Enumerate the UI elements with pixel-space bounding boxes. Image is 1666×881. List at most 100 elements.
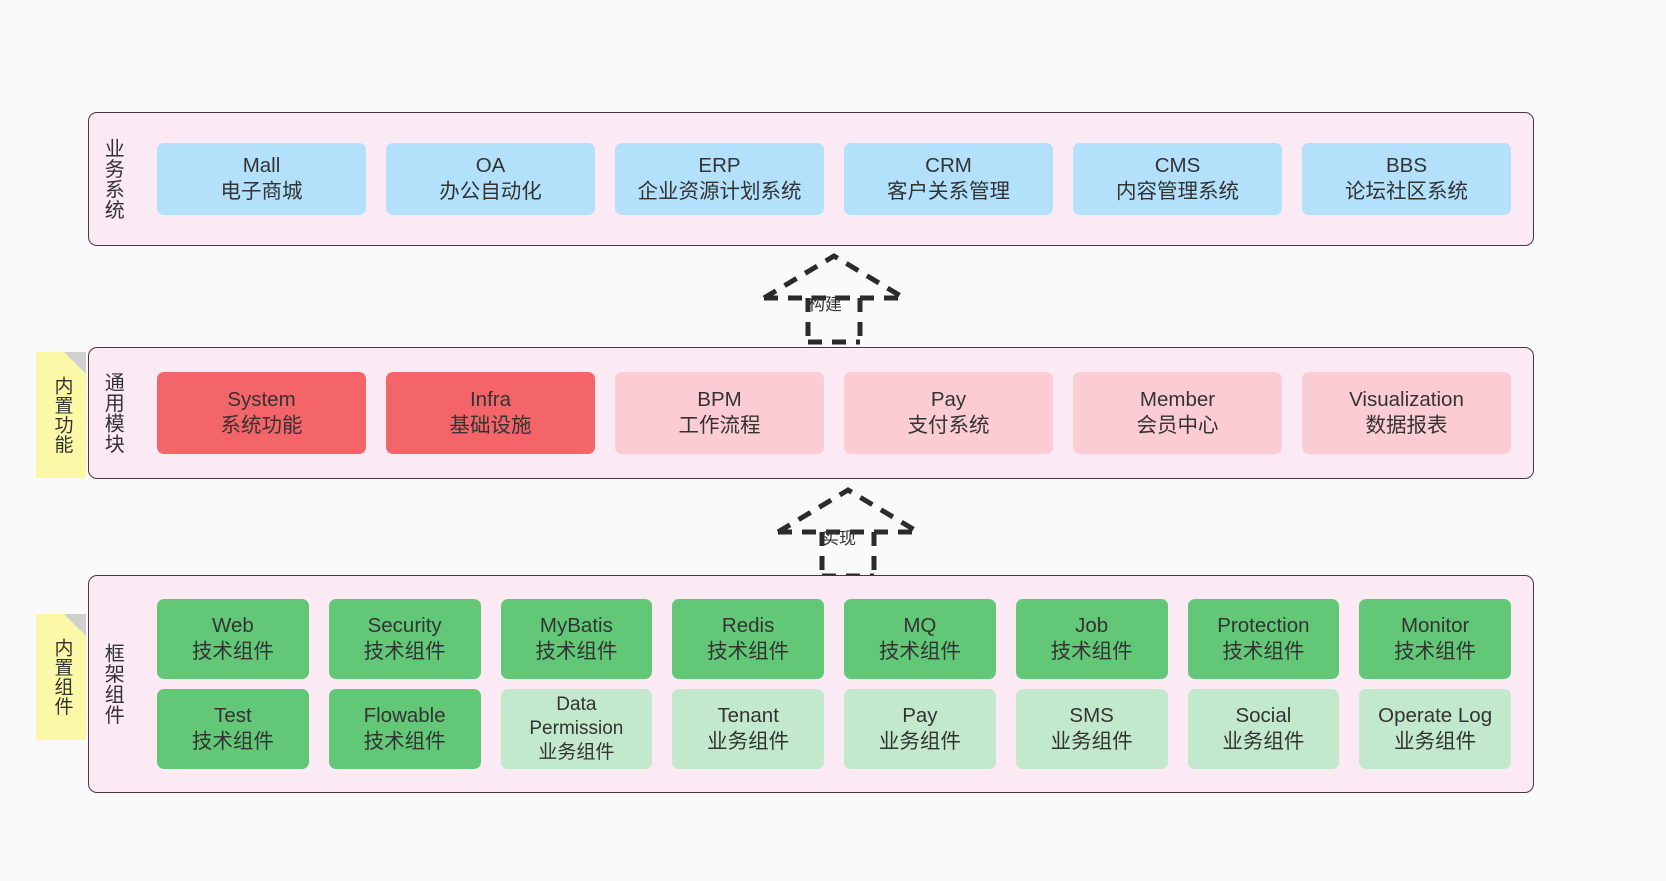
box-redis-en: Redis xyxy=(721,613,775,637)
box-data-permission-cn: 业务组件 xyxy=(538,742,615,764)
box-sms-en: SMS xyxy=(1069,703,1114,727)
box-monitor-cn: 技术组件 xyxy=(1394,640,1477,663)
box-cms[interactable]: CMS 内容管理系统 xyxy=(1073,143,1282,215)
box-member[interactable]: Member 会员中心 xyxy=(1073,372,1282,454)
layer-title-business: 业务系统 xyxy=(101,138,124,220)
box-test-en: Test xyxy=(214,703,252,727)
box-system-cn: 系统功能 xyxy=(220,414,303,437)
box-bpm[interactable]: BPM 工作流程 xyxy=(615,372,824,454)
box-job[interactable]: Job 技术组件 xyxy=(1015,599,1168,679)
note-builtin-components-label: 内置组件 xyxy=(51,638,73,716)
box-protection-cn: 技术组件 xyxy=(1222,640,1305,663)
box-web[interactable]: Web 技术组件 xyxy=(157,599,309,679)
box-protection-en: Protection xyxy=(1217,613,1310,637)
box-redis[interactable]: Redis 技术组件 xyxy=(672,599,824,679)
connector-implement: 实现 xyxy=(760,486,936,579)
box-flowable[interactable]: Flowable 技术组件 xyxy=(328,689,481,769)
box-member-en: Member xyxy=(1139,387,1216,411)
note-fold-icon xyxy=(64,614,86,636)
box-pay-module[interactable]: Pay 支付系统 xyxy=(844,372,1053,454)
box-mall-en: Mall xyxy=(242,153,281,177)
box-erp-cn: 企业资源计划系统 xyxy=(637,180,802,203)
box-oa-en: OA xyxy=(475,153,506,177)
box-flowable-cn: 技术组件 xyxy=(363,730,446,753)
box-social-cn: 业务组件 xyxy=(1222,730,1305,753)
box-redis-cn: 技术组件 xyxy=(707,640,790,663)
box-infra-cn: 基础设施 xyxy=(449,414,532,437)
box-infra-en: Infra xyxy=(469,387,512,411)
layer-body-framework: Web 技术组件 Security 技术组件 MyBatis 技术组件 Redi… xyxy=(135,576,1533,792)
box-mybatis[interactable]: MyBatis 技术组件 xyxy=(500,599,653,679)
box-web-en: Web xyxy=(211,613,254,637)
box-tenant[interactable]: Tenant 业务组件 xyxy=(672,689,824,769)
box-operate-log-en: Operate Log xyxy=(1378,703,1493,727)
box-protection[interactable]: Protection 技术组件 xyxy=(1187,599,1340,679)
box-data-permission[interactable]: Data Permission 业务组件 xyxy=(500,689,653,769)
box-flowable-en: Flowable xyxy=(363,703,446,727)
box-social-en: Social xyxy=(1235,703,1292,727)
layer-framework-components: 框架组件 Web 技术组件 Security 技术组件 MyBatis 技术组件… xyxy=(88,575,1534,793)
box-tenant-en: Tenant xyxy=(717,703,779,727)
note-builtin-features-label: 内置功能 xyxy=(51,376,73,454)
box-visualization-en: Visualization xyxy=(1349,387,1464,411)
box-crm[interactable]: CRM 客户关系管理 xyxy=(844,143,1053,215)
layer-title-modules: 通用模块 xyxy=(101,372,124,454)
framework-row-business: Test 技术组件 Flowable 技术组件 Data Permission … xyxy=(147,689,1521,769)
box-sms[interactable]: SMS 业务组件 xyxy=(1015,689,1168,769)
box-bbs[interactable]: BBS 论坛社区系统 xyxy=(1302,143,1511,215)
note-builtin-components: 内置组件 xyxy=(36,614,86,740)
box-mq-en: MQ xyxy=(903,613,937,637)
connector-build: 构建 xyxy=(746,252,922,345)
box-pay-module-cn: 支付系统 xyxy=(907,414,990,437)
box-sms-cn: 业务组件 xyxy=(1050,730,1133,753)
box-security[interactable]: Security 技术组件 xyxy=(328,599,481,679)
box-erp-en: ERP xyxy=(698,153,741,177)
box-mall[interactable]: Mall 电子商城 xyxy=(157,143,366,215)
box-bpm-en: BPM xyxy=(697,387,742,411)
box-data-permission-en: Data xyxy=(556,693,597,715)
box-oa-cn: 办公自动化 xyxy=(439,180,542,203)
box-data-permission-en2: Permission xyxy=(529,717,624,739)
box-operate-log-cn: 业务组件 xyxy=(1394,730,1477,753)
box-erp[interactable]: ERP 企业资源计划系统 xyxy=(615,143,824,215)
box-job-en: Job xyxy=(1075,613,1109,637)
box-system[interactable]: System 系统功能 xyxy=(157,372,366,454)
box-operate-log[interactable]: Operate Log 业务组件 xyxy=(1359,689,1511,769)
box-system-en: System xyxy=(227,387,296,411)
box-pay-module-en: Pay xyxy=(930,387,967,411)
box-pay-component[interactable]: Pay 业务组件 xyxy=(844,689,996,769)
box-mq[interactable]: MQ 技术组件 xyxy=(844,599,996,679)
layer-business-systems: 业务系统 Mall 电子商城 OA 办公自动化 ERP 企业资源计划系统 CRM… xyxy=(88,112,1534,246)
layer-general-modules: 通用模块 System 系统功能 Infra 基础设施 BPM 工作流程 Pay… xyxy=(88,347,1534,479)
box-security-cn: 技术组件 xyxy=(363,640,446,663)
box-mq-cn: 技术组件 xyxy=(878,640,961,663)
framework-row-tech: Web 技术组件 Security 技术组件 MyBatis 技术组件 Redi… xyxy=(147,599,1521,679)
box-test[interactable]: Test 技术组件 xyxy=(157,689,309,769)
box-bbs-cn: 论坛社区系统 xyxy=(1345,180,1468,203)
box-visualization-cn: 数据报表 xyxy=(1365,414,1448,437)
box-member-cn: 会员中心 xyxy=(1136,414,1219,437)
box-monitor-en: Monitor xyxy=(1400,613,1470,637)
box-social[interactable]: Social 业务组件 xyxy=(1187,689,1340,769)
box-cms-cn: 内容管理系统 xyxy=(1116,180,1239,203)
box-monitor[interactable]: Monitor 技术组件 xyxy=(1359,599,1511,679)
box-oa[interactable]: OA 办公自动化 xyxy=(386,143,595,215)
box-mall-cn: 电子商城 xyxy=(220,180,303,203)
box-job-cn: 技术组件 xyxy=(1050,640,1133,663)
box-pay-component-cn: 业务组件 xyxy=(878,730,961,753)
box-bpm-cn: 工作流程 xyxy=(678,414,761,437)
box-visualization[interactable]: Visualization 数据报表 xyxy=(1302,372,1511,454)
box-web-cn: 技术组件 xyxy=(191,640,274,663)
box-crm-cn: 客户关系管理 xyxy=(887,180,1010,203)
box-cms-en: CMS xyxy=(1154,153,1201,177)
box-infra[interactable]: Infra 基础设施 xyxy=(386,372,595,454)
box-mybatis-cn: 技术组件 xyxy=(535,640,618,663)
box-bbs-en: BBS xyxy=(1385,153,1428,177)
box-crm-en: CRM xyxy=(925,153,972,177)
note-builtin-features: 内置功能 xyxy=(36,352,86,478)
box-mybatis-en: MyBatis xyxy=(539,613,613,637)
layer-body-modules: System 系统功能 Infra 基础设施 BPM 工作流程 Pay 支付系统… xyxy=(135,348,1533,478)
box-pay-component-en: Pay xyxy=(902,703,938,727)
layer-body-business: Mall 电子商城 OA 办公自动化 ERP 企业资源计划系统 CRM 客户关系… xyxy=(135,113,1533,245)
